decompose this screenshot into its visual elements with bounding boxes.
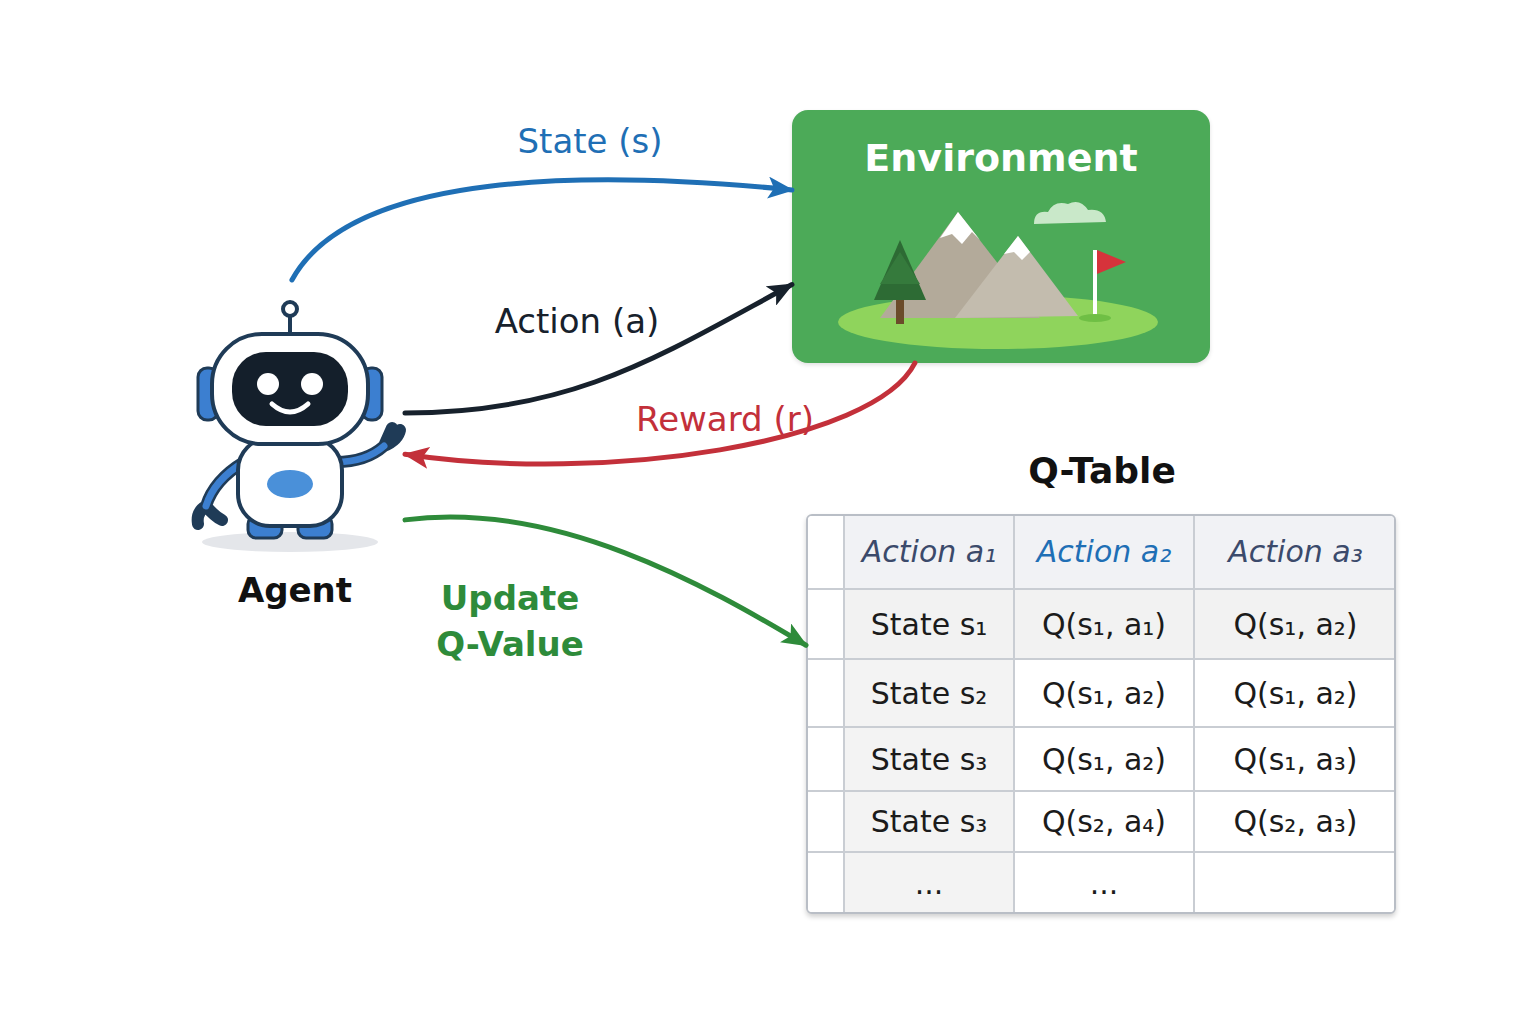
table-cell [806,514,845,590]
table-cell: Q(s₂, a₄) [1015,792,1195,853]
robot-belly [267,470,313,498]
mountain [880,212,1040,318]
flow-arrow [405,363,915,464]
table-cell: ... [845,853,1015,914]
table-cell [806,660,845,728]
column-header: Action a₂ [1037,534,1171,569]
node-title: Environment [792,136,1210,180]
robot-head [212,334,368,444]
robot-arm [198,462,244,524]
table-cell: State s₃ [845,792,1015,853]
node-title: Q-Table [806,450,1398,491]
row-header: State s₃ [871,804,988,839]
robot-foot [298,516,332,538]
robot-body [238,438,342,526]
table-cell [1195,853,1396,914]
row-header: State s₂ [871,676,988,711]
robot-ear [362,368,382,420]
mountain [955,236,1078,318]
agent-node: Agent [185,280,405,615]
tree-foliage [880,252,920,284]
table-value: Q(s₁, a₂) [1233,607,1357,642]
table-cell: Q(s₁, a₂) [1195,660,1396,728]
table-value: Q(s₁, a₂) [1042,742,1166,777]
table-cell: Q(s₂, a₃) [1195,792,1396,853]
flow-arrow [405,285,792,413]
column-header: Action a₁ [862,534,996,569]
node-title: Agent [185,570,405,610]
table-frame: Action a₁ Action a₂ Action a₃ State s₁ Q(s₁,… [806,514,1396,914]
table-cell: Q(s₁, a₁) [1015,590,1195,660]
row-header: State s₁ [871,607,988,642]
robot-antenna-tip [283,302,297,316]
flow-arrow [292,180,792,280]
row-header: State s₃ [871,742,988,777]
table-value: Q(s₂, a₄) [1042,804,1166,839]
table-cell [806,728,845,792]
robot-eye [257,373,279,395]
row-header: ... [915,866,944,901]
snow-cap [1004,236,1030,260]
table-value: Q(s₂, a₃) [1233,804,1357,839]
flow-arrow [405,517,806,645]
tree-foliage [874,240,926,300]
tree-trunk [896,290,904,324]
table-cell: State s₂ [845,660,1015,728]
flag-pole [1093,250,1097,318]
table-value: Q(s₁, a₂) [1233,676,1357,711]
column-header: Action a₃ [1228,534,1362,569]
table-cell: Q(s₁, a₃) [1195,728,1396,792]
robot-arm [336,428,400,462]
robot-foot [248,516,282,538]
table-cell: Action a₂ [1015,514,1195,590]
edge-label: Update Q-Value [415,576,605,668]
cloud [1034,202,1106,224]
table-cell: State s₁ [845,590,1015,660]
robot-ear [198,368,218,420]
landscape-illustration [838,202,1158,349]
table-cell: Q(s₁, a₂) [1015,660,1195,728]
table-cell [806,853,845,914]
flag [1097,250,1126,274]
flag-hole [1079,314,1111,322]
table-value: Q(s₁, a₂) [1042,676,1166,711]
table-value: Q(s₁, a₁) [1042,607,1166,642]
table-cell: ... [1015,853,1195,914]
robot-illustration [198,302,400,552]
robot-smile [272,404,308,412]
q-table: Q-TableAction a₁ Action a₂ Action a₃ State … [806,450,1398,916]
table-cell [806,792,845,853]
table-value: ... [1090,866,1119,901]
robot-eye [301,373,323,395]
robot-arm [206,462,244,506]
robot-shadow [202,532,378,552]
environment-box: Environment [792,110,1210,363]
table-cell: Action a₁ [845,514,1015,590]
table-cell: Q(s₁, a₂) [1195,590,1396,660]
robot-arm [336,446,384,462]
table-value: Q(s₁, a₃) [1233,742,1357,777]
edge-label: Reward (r) [595,397,855,443]
table-cell: Q(s₁, a₂) [1015,728,1195,792]
table-cell: Action a₃ [1195,514,1396,590]
robot-antenna [288,314,292,336]
grass-island [838,295,1158,349]
snow-cap [940,212,980,244]
table-cell [806,590,845,660]
edge-label: State (s) [460,119,720,165]
edge-label: Action (a) [447,299,707,345]
robot-face [232,352,348,426]
table-cell: State s₃ [845,728,1015,792]
